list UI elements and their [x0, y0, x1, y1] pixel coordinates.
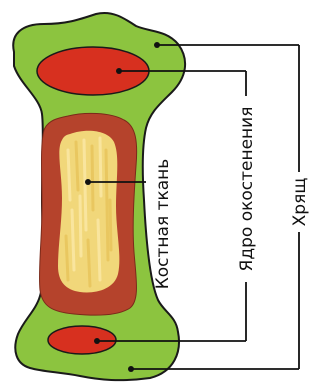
texture-streak — [98, 220, 100, 280]
texture-streak — [92, 146, 93, 210]
texture-streak — [72, 210, 74, 270]
texture-streak — [66, 236, 68, 280]
lower-ossification-center — [48, 326, 116, 354]
texture-streak — [88, 240, 90, 286]
texture-streak — [68, 150, 70, 200]
texture-streak — [106, 150, 108, 260]
cartilage-label: Хрящ — [290, 178, 310, 227]
texture-streak — [80, 196, 81, 256]
ossification-center-label: Ядро окостенения — [237, 107, 257, 272]
bone-tissue-label: Костная ткань — [153, 159, 173, 290]
texture-streak — [76, 142, 78, 190]
texture-streak — [110, 200, 111, 250]
texture-streak — [100, 138, 101, 196]
texture-streak — [84, 140, 86, 230]
